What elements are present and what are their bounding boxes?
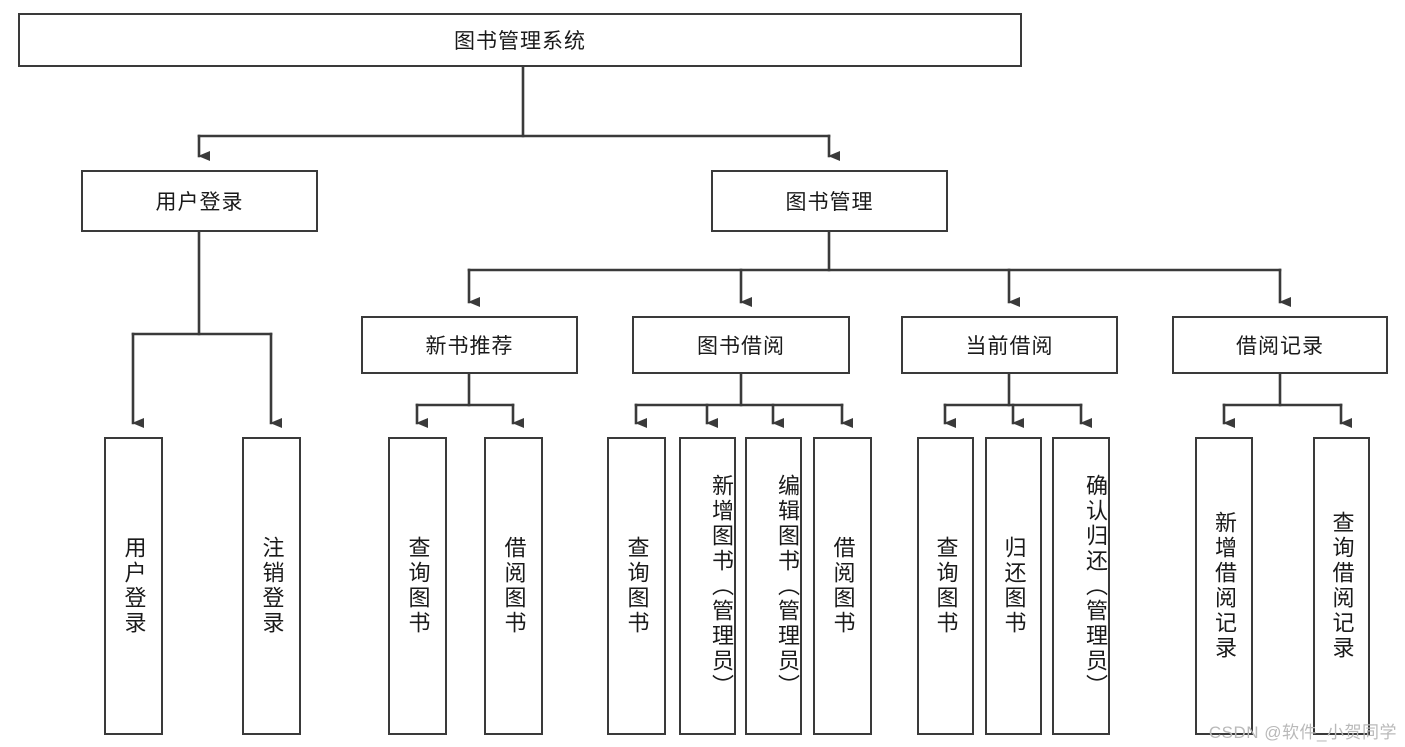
leaf-return-book[interactable]: 归还图书	[985, 437, 1042, 735]
leaf-logout[interactable]: 注销登录	[242, 437, 301, 735]
leaf-query-book-borrow[interactable]: 查询图书	[607, 437, 666, 735]
leaf-query-book-recommend[interactable]: 查询图书	[388, 437, 447, 735]
node-new-book-recommend[interactable]: 新书推荐	[361, 316, 578, 374]
leaf-user-login[interactable]: 用户登录	[104, 437, 163, 735]
node-book-management[interactable]: 图书管理	[711, 170, 948, 232]
csdn-watermark: CSDN @软件_小贺同学	[1208, 723, 1397, 742]
leaf-borrow-book-recommend[interactable]: 借阅图书	[484, 437, 543, 735]
leaf-edit-book-admin[interactable]: 编辑图书（管理员）	[745, 437, 802, 735]
leaf-query-book-current[interactable]: 查询图书	[917, 437, 974, 735]
node-book-borrow[interactable]: 图书借阅	[632, 316, 850, 374]
node-current-borrow[interactable]: 当前借阅	[901, 316, 1118, 374]
leaf-add-borrow-record[interactable]: 新增借阅记录	[1195, 437, 1253, 735]
leaf-add-book-admin[interactable]: 新增图书（管理员）	[679, 437, 736, 735]
node-root-system[interactable]: 图书管理系统	[18, 13, 1022, 67]
node-borrow-record[interactable]: 借阅记录	[1172, 316, 1388, 374]
leaf-query-borrow-record[interactable]: 查询借阅记录	[1313, 437, 1370, 735]
node-user-login[interactable]: 用户登录	[81, 170, 318, 232]
leaf-borrow-book[interactable]: 借阅图书	[813, 437, 872, 735]
leaf-confirm-return-admin[interactable]: 确认归还（管理员）	[1052, 437, 1110, 735]
